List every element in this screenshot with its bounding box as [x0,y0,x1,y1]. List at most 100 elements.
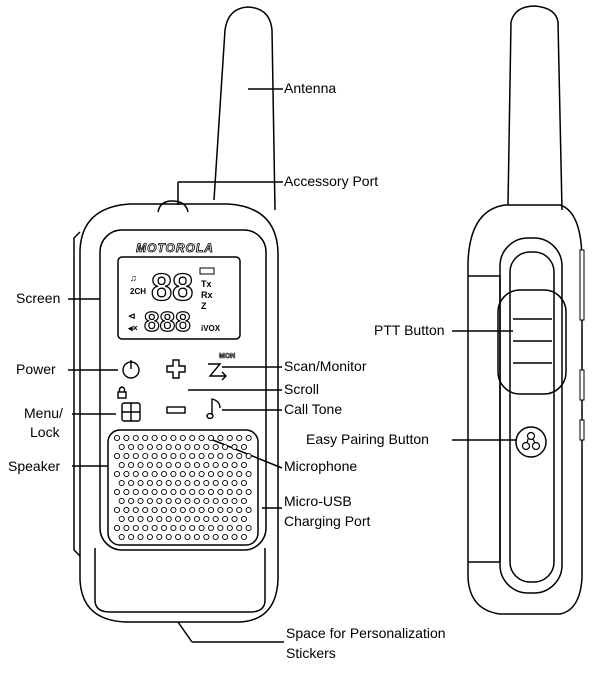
grille-hole [240,515,247,523]
grille-hole [118,443,125,451]
grille-hole [113,506,121,514]
grille-hole [245,452,252,460]
grille-hole [137,443,144,451]
grille-hole [170,506,177,514]
grille-hole [203,479,210,487]
grille-hole [128,497,135,505]
grille-hole [222,533,229,541]
grille-hole [207,434,215,442]
grille-hole [245,524,252,532]
grille-hole [128,515,135,523]
grille-hole [207,506,215,514]
grille-hole [236,470,243,478]
grille-hole [184,515,191,523]
grille-hole [198,434,205,442]
grille-hole [179,506,186,514]
screen-channel-digits: 88 [151,267,193,309]
grille-hole [142,506,149,514]
menu-grid-icon [121,402,141,422]
grille-hole [193,533,200,541]
grille-hole [193,479,200,487]
grille-hole [151,434,158,442]
grille-hole [222,443,229,451]
grille-hole [231,479,238,487]
grille-hole [217,506,224,514]
grille-hole [165,497,172,505]
grille-hole [245,434,252,442]
grille-hole [189,506,196,514]
grille-hole [142,434,149,442]
grille-hole [128,443,135,451]
grille-hole [212,497,219,505]
grille-hole [226,506,233,514]
grille-hole [175,533,182,541]
grille-hole [137,515,144,523]
grille-hole [123,488,130,496]
grille-hole [245,506,252,514]
grille-hole [156,497,163,505]
grille-hole [156,461,163,469]
grille-hole [212,461,219,469]
grille-hole [113,488,121,496]
grille-hole [165,461,172,469]
grille-hole [170,470,177,478]
grille-hole [170,524,177,532]
grille-hole [240,533,247,541]
brand-logo: MOTOROLA [136,241,214,255]
grille-hole [118,497,125,505]
grille-hole [175,443,182,451]
label-accessory-port: Accessory Port [284,173,379,189]
grille-hole [175,479,182,487]
grille-hole [240,461,247,469]
grille-hole [132,488,139,496]
label-speaker: Speaker [8,458,61,474]
grille-hole [132,452,139,460]
grille-hole [212,479,219,487]
grille-hole [236,452,243,460]
grille-hole [142,452,149,460]
grille-hole [245,470,252,478]
grille-hole [179,452,186,460]
grille-hole [198,506,205,514]
grille-hole [226,434,233,442]
grille-hole [189,452,196,460]
label-scan-monitor: Scan/Monitor [284,358,367,374]
label-ptt-button: PTT Button [374,322,445,338]
grille-hole [118,479,125,487]
grille-hole [160,452,168,460]
grille-hole [151,470,158,478]
grille-hole [236,488,243,496]
grille-hole [132,506,139,514]
grille-hole [175,461,182,469]
screen-ch-label: 2CH [130,287,146,296]
grille-hole [179,434,186,442]
grille-hole [203,515,210,523]
grille-hole [123,452,130,460]
grille-hole [222,515,229,523]
accessory-port [157,200,189,213]
grille-hole [156,533,163,541]
grille-hole [128,461,135,469]
grille-hole [132,470,139,478]
grille-hole [113,434,121,442]
grille-hole [137,461,144,469]
front-body [79,203,279,623]
grille-hole [212,515,219,523]
grille-hole [156,443,163,451]
grille-hole [151,452,158,460]
grille-hole [217,524,224,532]
grille-hole [170,488,177,496]
grille-hole [179,470,186,478]
grille-hole [217,434,224,442]
grille-hole [160,470,168,478]
screen-vox: iVOX [201,324,221,333]
antenna [213,6,276,211]
svg-text:Z: Z [201,301,207,311]
grille-hole [189,524,196,532]
grille-hole [118,515,125,523]
grille-hole [193,461,200,469]
grille-hole [193,443,200,451]
grille-hole [146,533,153,541]
label-call-tone: Call Tone [284,401,343,417]
